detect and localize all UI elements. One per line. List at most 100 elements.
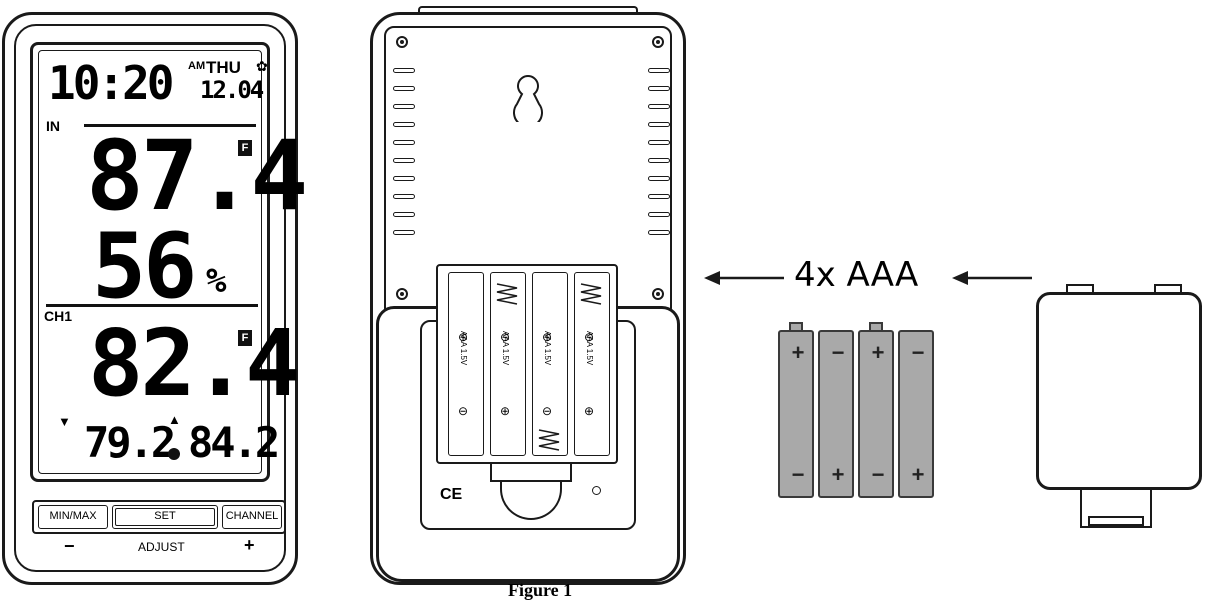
arrow-left-icon bbox=[704, 271, 784, 285]
channel-temp-unit: F bbox=[238, 330, 252, 346]
battery-bottom-symbol: − bbox=[871, 462, 885, 487]
max-temperature: 84.2 bbox=[188, 418, 280, 467]
am-pm-indicator: AM bbox=[188, 60, 206, 72]
battery-door-tab bbox=[1066, 284, 1094, 294]
back-top-tab bbox=[418, 6, 638, 16]
plus-label: + bbox=[244, 535, 255, 555]
max-arrow-icon: ▲ bbox=[168, 412, 181, 427]
polarity-icon: ⊖ bbox=[584, 330, 595, 344]
set-button-label: SET bbox=[154, 510, 176, 522]
wall-mount-hole-icon bbox=[513, 74, 543, 122]
battery: + − bbox=[858, 330, 894, 498]
date-display: 12.04 bbox=[200, 76, 264, 104]
channel-button[interactable]: CHANNEL bbox=[222, 505, 282, 529]
battery-top-symbol: + bbox=[871, 340, 885, 365]
vent-slot bbox=[393, 86, 415, 91]
vent-slot bbox=[393, 230, 415, 235]
front-unit-bezel bbox=[14, 24, 286, 572]
battery-slot-text: AAA 1.5V bbox=[459, 331, 468, 366]
vent-slot bbox=[648, 158, 670, 163]
vent-slot bbox=[648, 176, 670, 181]
lcd-screen-inner bbox=[38, 50, 262, 474]
battery-slot: AAA 1.5V bbox=[448, 272, 484, 456]
battery-slot-text: AAA 1.5V bbox=[543, 331, 552, 366]
screw-icon bbox=[652, 36, 664, 48]
polarity-icon: ⊕ bbox=[458, 330, 469, 344]
weekday-display: THU bbox=[206, 58, 241, 77]
polarity-icon: ⊖ bbox=[542, 404, 553, 418]
set-button-frame bbox=[115, 508, 215, 526]
vent-slot bbox=[393, 158, 415, 163]
indoor-temp-unit: F bbox=[238, 140, 252, 156]
vent-slot bbox=[393, 140, 415, 145]
lcd-screen bbox=[30, 42, 270, 482]
ce-mark: CE bbox=[440, 486, 463, 503]
battery: − + bbox=[898, 330, 934, 498]
vent-slot bbox=[648, 140, 670, 145]
vent-slot bbox=[393, 212, 415, 217]
battery-terminal bbox=[869, 322, 883, 330]
battery-door-latch bbox=[490, 462, 572, 482]
channel-button-label: CHANNEL bbox=[225, 510, 279, 522]
battery: + − bbox=[778, 330, 814, 498]
vent-slot bbox=[393, 122, 415, 127]
battery-slot-text: AAA 1.5V bbox=[585, 331, 594, 366]
vent-slot bbox=[393, 194, 415, 199]
spring-icon bbox=[580, 283, 602, 305]
vent-slot bbox=[648, 86, 670, 91]
adjust-label: ADJUST bbox=[138, 540, 185, 554]
alarm-icon: ✿ bbox=[256, 58, 268, 74]
battery-compartment bbox=[436, 264, 618, 464]
polarity-icon: ⊖ bbox=[458, 404, 469, 418]
vent-slot bbox=[648, 104, 670, 109]
battery-slot: AAA 1.5V bbox=[532, 272, 568, 456]
polarity-icon: ⊕ bbox=[584, 404, 595, 418]
battery-bottom-symbol: + bbox=[831, 462, 845, 487]
vent-slot bbox=[648, 194, 670, 199]
set-button[interactable]: SET bbox=[112, 505, 218, 529]
vent-slot bbox=[393, 68, 415, 73]
battery-door-clip-edge bbox=[1088, 516, 1144, 526]
channel-label: CH1 bbox=[44, 308, 73, 324]
reset-hole bbox=[592, 486, 601, 495]
battery-top-symbol: − bbox=[831, 340, 845, 365]
spring-icon bbox=[538, 429, 560, 451]
screw-icon bbox=[396, 288, 408, 300]
clock-time: 10:20 bbox=[48, 56, 174, 110]
spring-icon bbox=[496, 283, 518, 305]
min-temperature: 79.2 bbox=[84, 418, 176, 467]
min-arrow-icon: ▼ bbox=[58, 414, 71, 429]
vent-slot bbox=[648, 230, 670, 235]
battery-bottom-symbol: + bbox=[911, 462, 925, 487]
vent-slot bbox=[393, 104, 415, 109]
battery-slot-text: AAA 1.5V bbox=[501, 331, 510, 366]
indoor-divider bbox=[84, 124, 256, 127]
vent-slot bbox=[648, 68, 670, 73]
battery: − + bbox=[818, 330, 854, 498]
arrow-left-icon bbox=[952, 271, 1032, 285]
vent-slot bbox=[648, 122, 670, 127]
polarity-icon: ⊖ bbox=[500, 330, 511, 344]
battery-slot: AAA 1.5V bbox=[574, 272, 610, 456]
channel-divider bbox=[46, 304, 258, 307]
screw-icon bbox=[652, 288, 664, 300]
battery-top-symbol: − bbox=[911, 340, 925, 365]
battery-slot: AAA 1.5V bbox=[490, 272, 526, 456]
battery-door-tab bbox=[1154, 284, 1182, 294]
min-max-button[interactable]: MIN/MAX bbox=[38, 505, 108, 529]
battery-terminal bbox=[789, 322, 803, 330]
humidity-unit: % bbox=[206, 261, 227, 301]
channel-temperature: 82.4 bbox=[88, 310, 301, 417]
indoor-humidity: 56 bbox=[92, 214, 197, 319]
minus-label: − bbox=[64, 536, 75, 556]
battery-type-label: 4x AAA bbox=[794, 255, 919, 295]
button-panel bbox=[32, 500, 286, 534]
vent-slot bbox=[393, 176, 415, 181]
min-record-dot bbox=[168, 448, 180, 460]
indoor-label: IN bbox=[46, 118, 60, 134]
min-max-button-label: MIN/MAX bbox=[49, 510, 97, 522]
battery-door bbox=[1036, 292, 1202, 490]
figure-caption: Figure 1 bbox=[508, 580, 573, 600]
screw-icon bbox=[396, 36, 408, 48]
battery-top-symbol: + bbox=[791, 340, 805, 365]
